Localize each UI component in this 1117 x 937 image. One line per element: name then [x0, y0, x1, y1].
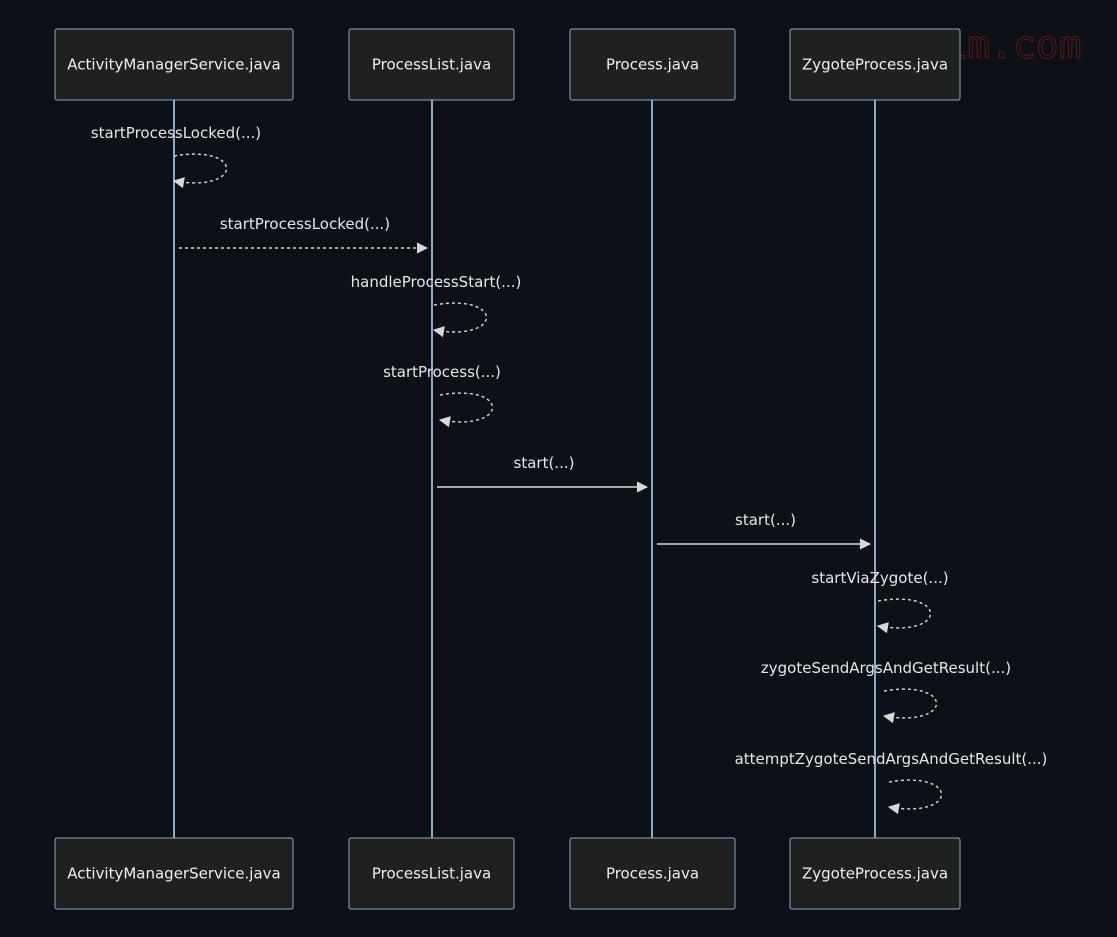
- message-7: startViaZygote(...): [811, 569, 949, 634]
- participant-bottom-proc: Process.java: [569, 837, 736, 910]
- messages: startProcessLocked(...) startProcessLocke…: [91, 124, 1048, 815]
- participant-box: [348, 837, 515, 910]
- message-label: startProcess(...): [383, 363, 501, 381]
- participant-label: ZygoteProcess.java: [802, 56, 948, 74]
- message-label: startProcessLocked(...): [91, 124, 261, 142]
- message-6: start(...): [657, 511, 872, 550]
- participant-label: ProcessList.java: [372, 865, 491, 883]
- participant-box: [569, 837, 736, 910]
- message-5: start(...): [437, 454, 649, 493]
- self-call-arrow: [887, 779, 943, 815]
- participant-label: ProcessList.java: [372, 56, 491, 74]
- participant-bottom-ams: ActivityManagerService.java: [54, 837, 294, 910]
- message-label: attemptZygoteSendArgsAndGetResult(...): [735, 750, 1048, 768]
- participant-label: Process.java: [606, 865, 699, 883]
- message-3: handleProcessStart(...): [351, 273, 522, 338]
- participant-box: [789, 28, 961, 101]
- self-call-arrow: [172, 153, 228, 189]
- participant-box: [348, 28, 515, 101]
- message-2: startProcessLocked(...): [179, 215, 429, 254]
- participants-top: ActivityManagerService.java ProcessList.j…: [54, 28, 961, 101]
- participant-top-zp: ZygoteProcess.java: [789, 28, 961, 101]
- participant-box: [54, 837, 294, 910]
- message-label: start(...): [735, 511, 796, 529]
- participant-top-pl: ProcessList.java: [348, 28, 515, 101]
- lifelines: [173, 100, 876, 838]
- participant-label: Process.java: [606, 56, 699, 74]
- participant-top-proc: Process.java: [569, 28, 736, 101]
- message-label: startViaZygote(...): [811, 569, 948, 587]
- message-label: start(...): [514, 454, 575, 472]
- message-1: startProcessLocked(...): [91, 124, 261, 189]
- message-4: startProcess(...): [383, 363, 501, 428]
- message-label: startProcessLocked(...): [220, 215, 390, 233]
- self-call-arrow: [432, 302, 488, 338]
- message-label: zygoteSendArgsAndGetResult(...): [761, 659, 1011, 677]
- participant-top-ams: ActivityManagerService.java: [54, 28, 294, 101]
- participant-bottom-pl: ProcessList.java: [348, 837, 515, 910]
- participant-label: ActivityManagerService.java: [67, 56, 280, 74]
- participant-box: [54, 28, 294, 101]
- self-call-arrow: [882, 688, 938, 724]
- participant-label: ZygoteProcess.java: [802, 865, 948, 883]
- participant-bottom-zp: ZygoteProcess.java: [789, 837, 961, 910]
- message-8: zygoteSendArgsAndGetResult(...): [761, 659, 1011, 724]
- message-label: handleProcessStart(...): [351, 273, 522, 291]
- participant-label: ActivityManagerService.java: [67, 865, 280, 883]
- participant-box: [569, 28, 736, 101]
- self-call-arrow: [876, 598, 932, 634]
- self-call-arrow: [438, 392, 494, 428]
- participants-bottom: ActivityManagerService.java ProcessList.j…: [54, 837, 961, 910]
- message-9: attemptZygoteSendArgsAndGetResult(...): [735, 750, 1048, 815]
- participant-box: [789, 837, 961, 910]
